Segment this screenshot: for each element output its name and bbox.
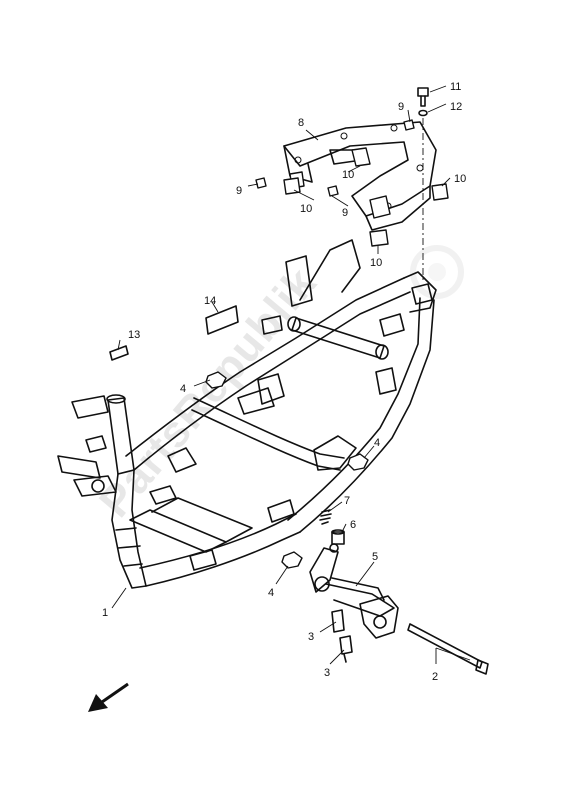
caution-label (205, 305, 239, 335)
callout-4: 4 (180, 383, 186, 395)
callout-2: 2 (432, 671, 438, 683)
callout-10: 10 (300, 203, 312, 215)
callout-9: 9 (398, 101, 404, 113)
bolt (417, 87, 429, 107)
engine-bracket (309, 543, 399, 639)
callout-11: 11 (450, 81, 461, 93)
short-bolt (331, 609, 353, 663)
spring (319, 509, 332, 525)
callout-10: 10 (370, 257, 382, 269)
callout-3: 3 (324, 667, 330, 679)
callout-4: 4 (268, 587, 274, 599)
callouts: 1 2 3 3 4 4 4 5 6 7 8 9 9 9 10 10 10 10 … (102, 81, 466, 683)
watermark-gear-icon (410, 245, 464, 299)
main-frame (57, 239, 437, 589)
callout-9: 9 (236, 185, 242, 197)
collar (331, 529, 345, 545)
front-direction-arrow-icon (88, 682, 129, 712)
tag-label (109, 345, 129, 361)
callout-8: 8 (298, 117, 304, 129)
flange-nut (205, 371, 369, 569)
damper-rubber (283, 147, 449, 247)
callout-14: 14 (204, 295, 216, 307)
callout-4: 4 (374, 437, 380, 449)
washer (418, 109, 428, 117)
clip-nut (255, 119, 415, 197)
callout-6: 6 (350, 519, 356, 531)
callout-12: 12 (450, 101, 462, 113)
callout-3: 3 (308, 631, 314, 643)
leader-lines (111, 85, 471, 665)
callout-10: 10 (342, 169, 354, 181)
callout-9: 9 (342, 207, 348, 219)
callout-13: 13 (128, 329, 140, 341)
callout-1: 1 (102, 607, 108, 619)
callout-7: 7 (344, 495, 350, 507)
callout-10: 10 (454, 173, 466, 185)
callout-5: 5 (372, 551, 378, 563)
long-bolt (407, 623, 489, 675)
